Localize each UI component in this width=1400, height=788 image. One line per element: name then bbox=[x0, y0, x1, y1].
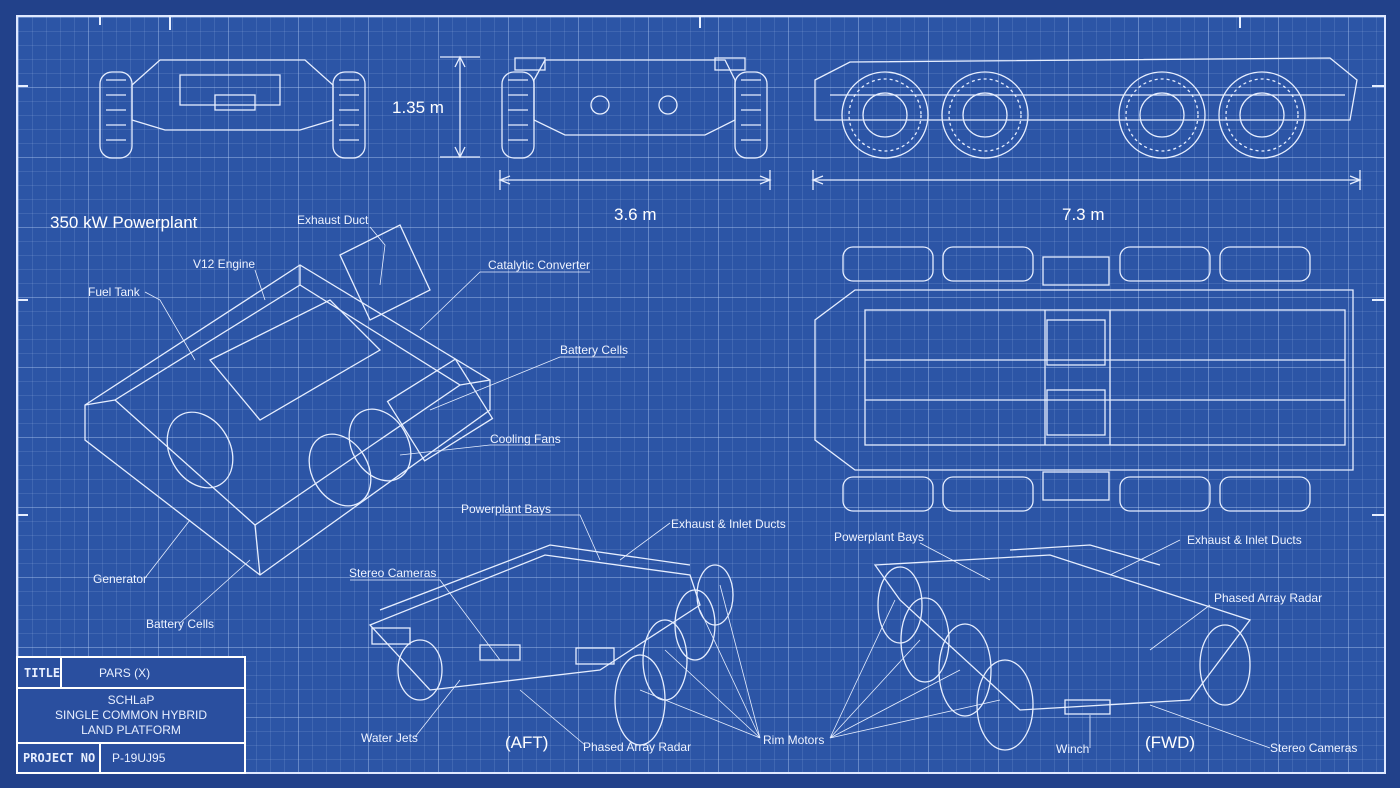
height-dimension bbox=[440, 55, 480, 159]
label-cooling-fans: Cooling Fans bbox=[490, 432, 561, 446]
aft-iso-drawing bbox=[368, 544, 734, 746]
border-ticks bbox=[16, 15, 1384, 516]
length-dimension-label: 7.3 m bbox=[1062, 205, 1105, 224]
aft-view-label: (AFT) bbox=[505, 733, 549, 752]
label-aft-powerplant-bays: Powerplant Bays bbox=[461, 502, 552, 516]
project-key: PROJECT NO bbox=[23, 751, 96, 765]
label-fwd-exhaust-inlet: Exhaust & Inlet Ducts bbox=[1187, 533, 1302, 547]
powerplant-title: 350 kW Powerplant bbox=[50, 213, 198, 232]
height-dimension-label: 1.35 m bbox=[392, 98, 444, 117]
label-exhaust-duct: Exhaust Duct bbox=[297, 213, 369, 227]
width-dimension bbox=[498, 170, 772, 190]
description-row: SCHLaP SINGLE COMMON HYBRID LAND PLATFOR… bbox=[18, 689, 244, 744]
label-battery-cells-bottom: Battery Cells bbox=[146, 617, 215, 631]
label-aft-water-jets: Water Jets bbox=[361, 731, 418, 745]
powerplant-iso-drawing bbox=[84, 224, 494, 576]
project-row: PROJECT NO P-19UJ95 bbox=[18, 744, 244, 772]
rear-view-drawing bbox=[501, 57, 768, 159]
side-view-drawing bbox=[814, 57, 1358, 159]
top-view-drawing bbox=[814, 246, 1354, 512]
project-value: P-19UJ95 bbox=[112, 751, 166, 765]
label-fwd-winch: Winch bbox=[1056, 742, 1090, 756]
label-aft-phased-array-radar: Phased Array Radar bbox=[583, 740, 692, 754]
label-fwd-stereo-cameras: Stereo Cameras bbox=[1270, 741, 1358, 755]
side-wheels bbox=[841, 71, 1306, 159]
leader-lines bbox=[144, 226, 1271, 749]
label-aft-stereo-cameras: Stereo Cameras bbox=[349, 566, 437, 580]
width-dimension-label: 3.6 m bbox=[614, 205, 657, 224]
fwd-iso-drawing bbox=[873, 544, 1252, 751]
desc-line-2: SINGLE COMMON HYBRID bbox=[54, 708, 207, 722]
label-catalytic-converter: Catalytic Converter bbox=[488, 258, 591, 272]
title-block: TITLE PARS (X) SCHLaP SINGLE COMMON HYBR… bbox=[16, 656, 246, 774]
blueprint-sheet bbox=[16, 15, 1386, 774]
label-rim-motors: Rim Motors bbox=[763, 733, 825, 747]
title-value: PARS (X) bbox=[99, 666, 151, 680]
title-row: TITLE PARS (X) bbox=[18, 658, 244, 689]
label-aft-exhaust-inlet: Exhaust & Inlet Ducts bbox=[671, 517, 786, 531]
label-v12-engine: V12 Engine bbox=[193, 257, 256, 271]
length-dimension bbox=[811, 170, 1362, 190]
front-view-drawing bbox=[99, 59, 366, 159]
desc-line-3: LAND PLATFORM bbox=[81, 723, 181, 737]
label-generator: Generator bbox=[93, 572, 148, 586]
fwd-view-label: (FWD) bbox=[1145, 733, 1196, 752]
label-battery-cells-top: Battery Cells bbox=[560, 343, 629, 357]
desc-line-1: SCHLaP bbox=[107, 693, 155, 707]
label-fwd-phased-array-radar: Phased Array Radar bbox=[1214, 591, 1323, 605]
label-fuel-tank: Fuel Tank bbox=[88, 285, 140, 299]
title-key: TITLE bbox=[24, 666, 61, 680]
label-fwd-powerplant-bays: Powerplant Bays bbox=[834, 530, 925, 544]
